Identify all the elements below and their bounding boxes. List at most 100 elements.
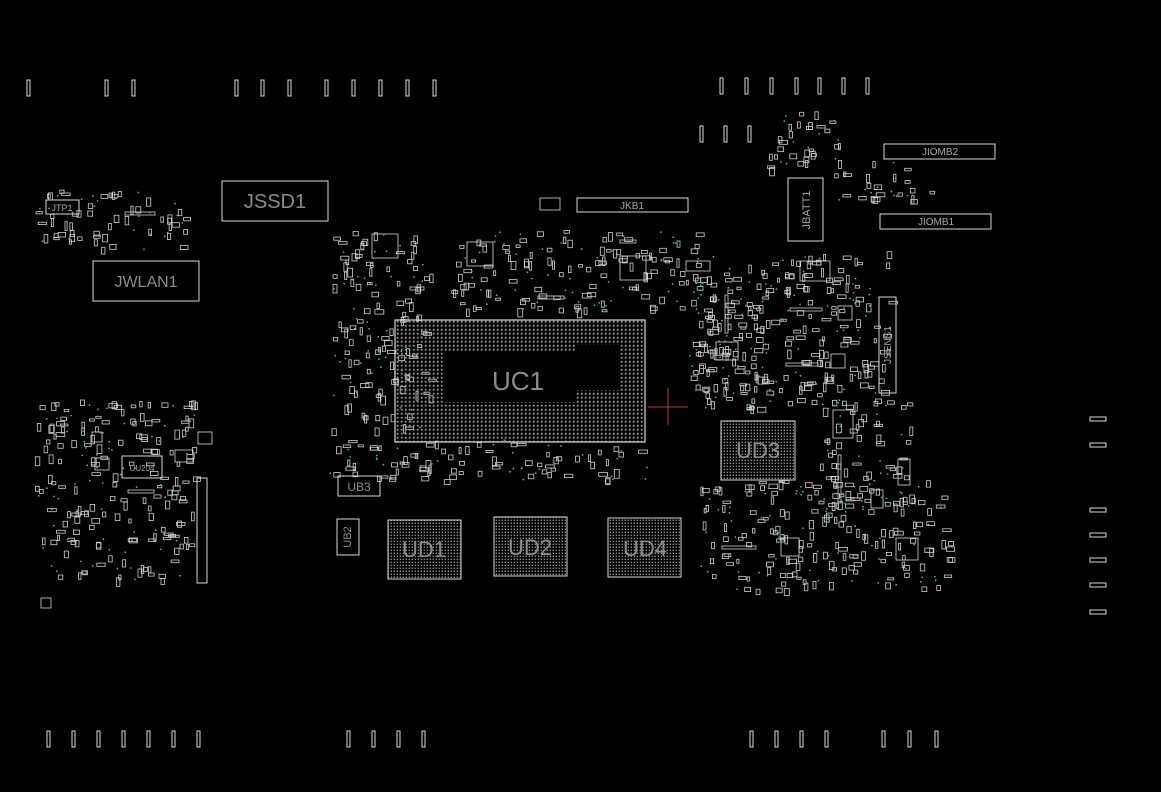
edge-pad bbox=[769, 77, 774, 95]
via bbox=[62, 487, 64, 490]
smd-part bbox=[171, 490, 179, 495]
connector-jtp1[interactable]: JTP1 bbox=[45, 199, 80, 215]
smd-part bbox=[698, 350, 701, 357]
smd-part bbox=[812, 581, 817, 590]
smd-part bbox=[650, 269, 658, 274]
smd-part bbox=[745, 484, 755, 490]
smd-part bbox=[876, 420, 880, 427]
component-uu204[interactable]: UU204 bbox=[121, 455, 163, 479]
smd-part bbox=[887, 577, 895, 581]
connector-jiomb2[interactable]: JIOMB2 bbox=[883, 143, 996, 160]
smd-part bbox=[164, 500, 171, 510]
via bbox=[522, 478, 525, 481]
via bbox=[740, 298, 742, 300]
smd-part bbox=[600, 273, 608, 278]
edge-pad bbox=[744, 77, 749, 95]
smd-part bbox=[946, 557, 953, 563]
smd-part bbox=[805, 482, 813, 488]
smd-part bbox=[391, 462, 398, 468]
connector-jsens1[interactable]: JSENS1 bbox=[878, 296, 897, 394]
via bbox=[672, 236, 675, 239]
via bbox=[795, 492, 797, 495]
component-ud1[interactable]: UD1 bbox=[387, 519, 462, 580]
smd-part bbox=[465, 308, 470, 318]
smd-part bbox=[710, 401, 715, 410]
smd-part bbox=[786, 556, 790, 565]
via bbox=[800, 493, 803, 496]
via bbox=[920, 580, 922, 583]
connector-jbatt1[interactable]: JBATT1 bbox=[787, 177, 824, 242]
via bbox=[41, 240, 44, 243]
smd-part bbox=[753, 323, 758, 331]
edge-pad bbox=[371, 730, 376, 748]
smd-part bbox=[869, 488, 875, 494]
smd-part bbox=[349, 385, 355, 394]
smd-part bbox=[873, 184, 883, 190]
smd-part bbox=[148, 512, 154, 521]
smd-part bbox=[825, 476, 832, 480]
smd-part bbox=[194, 402, 198, 410]
via bbox=[781, 533, 784, 536]
smd-part bbox=[477, 470, 483, 477]
via bbox=[927, 523, 930, 526]
smd-part bbox=[811, 353, 821, 357]
via bbox=[154, 529, 157, 531]
smd-part bbox=[885, 582, 891, 590]
component-ud3[interactable]: UD3 bbox=[720, 420, 796, 481]
smd-part bbox=[124, 215, 130, 226]
jiomb2-label: JIOMB2 bbox=[922, 147, 959, 158]
smd-part bbox=[386, 266, 390, 273]
smd-part bbox=[771, 490, 778, 496]
via bbox=[667, 290, 670, 293]
via bbox=[700, 289, 702, 292]
smd-part bbox=[896, 466, 903, 474]
smd-part bbox=[374, 309, 385, 315]
smd-part bbox=[459, 460, 465, 466]
connector-jiomb1[interactable]: JIOMB1 bbox=[879, 213, 992, 230]
component-ub2[interactable]: UB2 bbox=[336, 518, 360, 556]
via bbox=[712, 255, 715, 258]
component-uc1[interactable]: UC1 bbox=[394, 319, 646, 443]
connector-jwlan1[interactable]: JWLAN1 bbox=[92, 260, 200, 302]
connector-jkb1[interactable]: JKB1 bbox=[576, 197, 689, 213]
uc1-label: UC1 bbox=[492, 366, 544, 396]
smd-part bbox=[807, 300, 814, 306]
smd-part bbox=[872, 161, 876, 169]
smd-part bbox=[448, 454, 454, 461]
connector-jssd1[interactable]: JSSD1 bbox=[221, 180, 329, 222]
smd-part bbox=[835, 502, 839, 509]
smd-part bbox=[59, 189, 65, 194]
smd-part bbox=[907, 402, 914, 407]
smd-part bbox=[704, 343, 708, 354]
smd-part bbox=[837, 500, 843, 510]
smd-part bbox=[857, 493, 864, 499]
smd-part bbox=[705, 504, 709, 513]
component-ud4[interactable]: UD4 bbox=[607, 517, 682, 578]
smd-part bbox=[722, 504, 726, 513]
smd-part bbox=[534, 286, 543, 293]
via bbox=[605, 304, 608, 307]
via bbox=[764, 283, 767, 285]
via bbox=[799, 303, 801, 306]
smd-part bbox=[555, 456, 563, 462]
component-ud2[interactable]: UD2 bbox=[493, 516, 568, 577]
edge-pad bbox=[1089, 609, 1107, 615]
smd-part bbox=[840, 514, 847, 522]
via bbox=[133, 229, 135, 232]
smd-part bbox=[366, 261, 374, 266]
smd-part bbox=[147, 572, 155, 577]
via bbox=[811, 124, 813, 126]
smd-part bbox=[69, 229, 75, 238]
smd-part bbox=[867, 365, 875, 370]
smd-part bbox=[114, 513, 121, 522]
smd-part bbox=[641, 294, 651, 300]
via bbox=[119, 473, 122, 476]
via bbox=[564, 297, 566, 299]
smd-part bbox=[855, 300, 860, 307]
ic-package bbox=[91, 431, 103, 443]
smd-part bbox=[185, 544, 190, 550]
component-ub3[interactable]: UB3 bbox=[337, 475, 381, 497]
smd-part bbox=[712, 294, 717, 303]
smd-part bbox=[864, 498, 872, 503]
